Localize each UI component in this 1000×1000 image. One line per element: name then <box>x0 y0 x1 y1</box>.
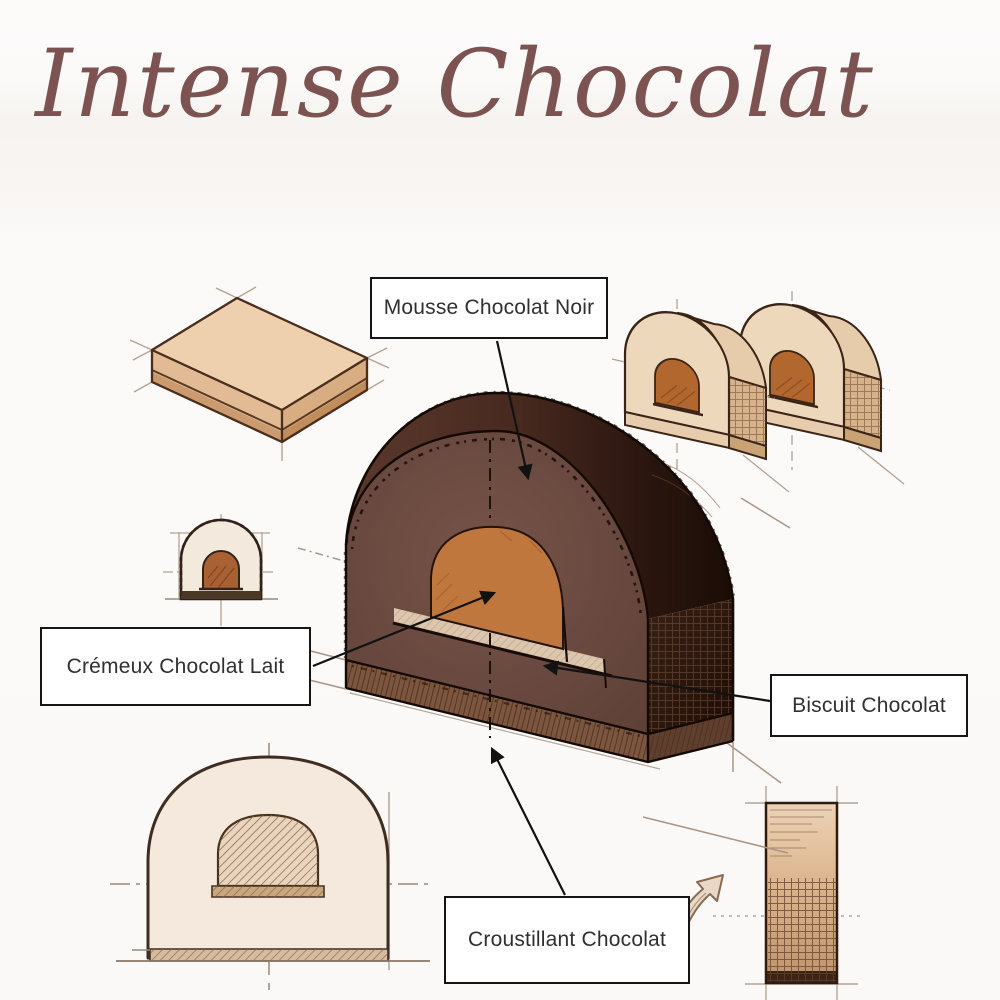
label-box-croustillant: Croustillant Chocolat <box>444 896 690 984</box>
leader-line-biscuit <box>542 660 771 703</box>
label-croustillant-text: Croustillant Chocolat <box>468 928 666 951</box>
label-mousse-text: Mousse Chocolat Noir <box>383 296 595 319</box>
leader-line-cremeux <box>312 590 497 668</box>
construction-lines <box>290 497 791 854</box>
arch-elevation-sketch <box>110 743 432 990</box>
page-title: Intense Chocolat <box>35 30 875 139</box>
label-biscuit-text: Biscuit Chocolat <box>792 693 946 717</box>
side-strip-sketch <box>713 786 860 1000</box>
biscuit-slab-sketch <box>129 286 390 461</box>
label-cremeux-text: Crémeux Chocolat Lait <box>66 654 285 678</box>
small-arch-front-sketch <box>163 514 278 626</box>
leader-line-croustillant <box>490 746 566 896</box>
label-box-mousse: Mousse Chocolat Noir <box>370 277 608 339</box>
leader-line-mousse <box>495 340 533 481</box>
leader-lines <box>312 340 771 896</box>
label-box-biscuit: Biscuit Chocolat <box>770 674 968 737</box>
label-box-cremeux: Crémeux Chocolat Lait <box>40 627 311 706</box>
main-cross-section-sketch <box>290 390 791 854</box>
